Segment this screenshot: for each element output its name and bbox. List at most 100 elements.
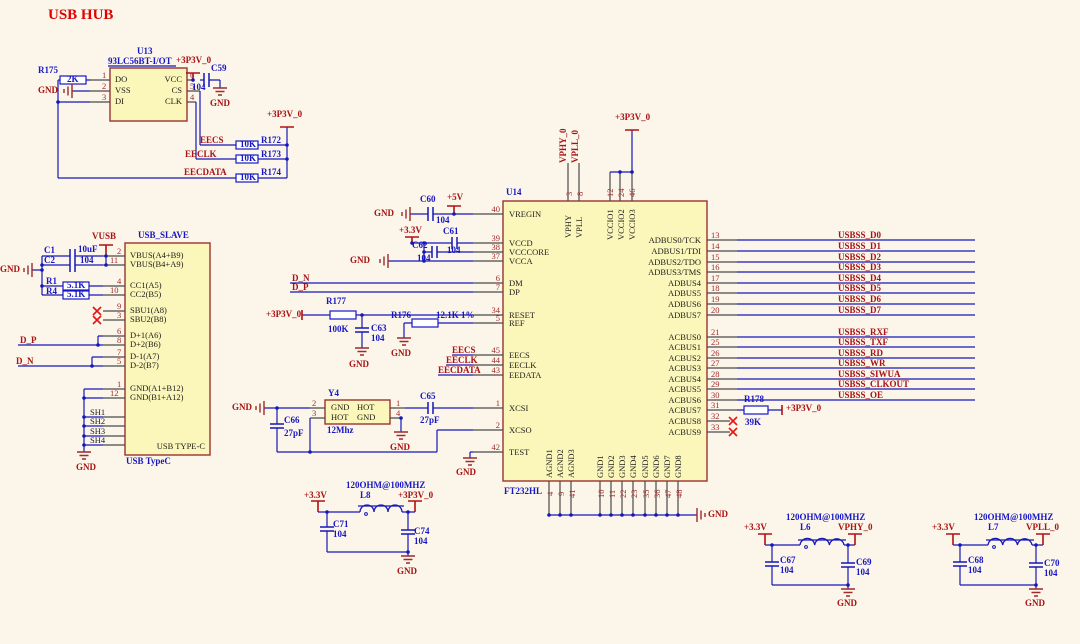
pin-number: 23: [629, 489, 639, 499]
pin-name: VCCCORE: [509, 247, 550, 257]
pin-name: D-1(A7): [130, 351, 160, 361]
pin-name: GND3: [617, 455, 627, 478]
pin-name: AGND2: [555, 449, 565, 478]
component-label: C2: [44, 255, 55, 265]
net-label: D_N: [292, 273, 310, 283]
pin-number: 37: [491, 251, 501, 261]
pin-number: 8: [117, 335, 122, 345]
net-label: USBSS_RD: [838, 348, 884, 358]
pin-number: 11: [607, 489, 617, 498]
pin-name: GND: [357, 412, 376, 422]
net-label: USBSS_D6: [838, 294, 882, 304]
net-label: GND: [397, 566, 417, 576]
component-label: 104: [968, 565, 982, 575]
pin-name: DI: [115, 96, 124, 106]
component-label: 10uF: [78, 244, 98, 254]
pin-number: 17: [711, 273, 720, 283]
component-label: U14: [506, 187, 522, 197]
component-label: 5.1K: [67, 289, 86, 299]
pin-number: 4: [545, 491, 555, 496]
component-label: 39K: [745, 417, 762, 427]
component-label: 12Mhz: [327, 425, 354, 435]
y4-crystal-body: [324, 399, 391, 425]
pin-number: 5: [190, 81, 195, 91]
net-label: +3.3V: [304, 490, 327, 500]
pin-name: VBUS(B4+A9): [130, 259, 184, 269]
pin-number: 21: [711, 327, 720, 337]
pin-name: EECLK: [509, 360, 537, 370]
pin-stubs: [90, 79, 737, 515]
component-label: 104: [371, 333, 385, 343]
u13-body: [109, 67, 188, 122]
net-label: +3P3V_0: [786, 403, 822, 413]
pin-number: 19: [711, 294, 720, 304]
pin-name: VBUS(A4+B9): [130, 250, 184, 260]
pin-number: 5: [495, 313, 500, 323]
component-label: R176: [391, 310, 411, 320]
pin-number: 46: [627, 188, 637, 198]
r176-body: [411, 318, 439, 328]
pin-number: 35: [641, 489, 651, 499]
component-label: FT232HL: [504, 486, 543, 496]
net-label: USBSS_D5: [838, 283, 882, 293]
net-label: D_N: [16, 356, 34, 366]
pin-number: 1: [396, 398, 401, 408]
pin-name: ACBUS1: [668, 342, 701, 352]
component-label: 104: [414, 536, 428, 546]
pin-name: D+1(A6): [130, 330, 162, 340]
component-label: R174: [261, 167, 281, 177]
pin-number: 8: [575, 191, 585, 196]
component-label: C1: [44, 245, 55, 255]
component-label: 120OHM@100MHZ: [346, 480, 426, 490]
pin-number: 2: [495, 420, 500, 430]
pin-name: DP: [509, 287, 520, 297]
pin-name: ADBUS0/TCK: [648, 235, 701, 245]
pin-name: ADBUS3/TMS: [648, 267, 701, 277]
pin-number: 2: [117, 246, 122, 256]
r175-body: [59, 75, 87, 85]
pin-number: 29: [711, 379, 720, 389]
pin-name: VREGIN: [509, 209, 542, 219]
pin-name: VCC: [164, 74, 182, 84]
component-label: C66: [284, 415, 300, 425]
pin-name: VPHY: [563, 214, 573, 238]
component-label: 12.1K 1%: [436, 310, 475, 320]
r177-body: [329, 310, 357, 320]
pin-number: 1: [117, 379, 122, 389]
net-label: GND: [210, 98, 230, 108]
net-label: USBSS_SIWUA: [838, 369, 901, 379]
component-label: 104: [1044, 568, 1058, 578]
pin-number: 34: [491, 305, 501, 315]
component-label: 104: [856, 567, 870, 577]
pin-number: 4: [190, 92, 195, 102]
r178-body: [743, 405, 769, 415]
pin-number: 7: [117, 347, 122, 357]
pin-name: HOT: [357, 402, 375, 412]
component-label: 104: [417, 253, 431, 263]
r173-body: [235, 154, 259, 164]
pin-name: VCCIO1: [605, 209, 615, 240]
component-label: L8: [360, 490, 371, 500]
component-label: C61: [443, 226, 459, 236]
net-label: +3P3V_0: [615, 112, 651, 122]
pin-number: 6: [117, 326, 122, 336]
pin-name: SH2: [90, 416, 106, 426]
pin-number: 31: [711, 400, 720, 410]
component-label: 93LC56BT-I/OT: [108, 56, 172, 66]
pin-number: 1: [102, 70, 107, 80]
pin-name: VCCIO3: [627, 209, 637, 240]
component-label: C69: [856, 557, 872, 567]
pin-name: GND7: [662, 455, 672, 478]
net-label: +3.3V: [744, 522, 767, 532]
pin-number: 7: [495, 282, 500, 292]
pin-number: 5: [117, 356, 122, 366]
pin-name: ACBUS4: [668, 374, 701, 384]
net-label: GND: [837, 598, 857, 608]
component-label: 104: [80, 255, 94, 265]
pin-number: 32: [711, 411, 720, 421]
net-label: VPHY_0: [838, 522, 873, 532]
junction-dots: [40, 78, 1038, 587]
pin-number: 12: [605, 188, 615, 198]
net-label: GND: [38, 85, 58, 95]
r4-body: [62, 290, 90, 300]
